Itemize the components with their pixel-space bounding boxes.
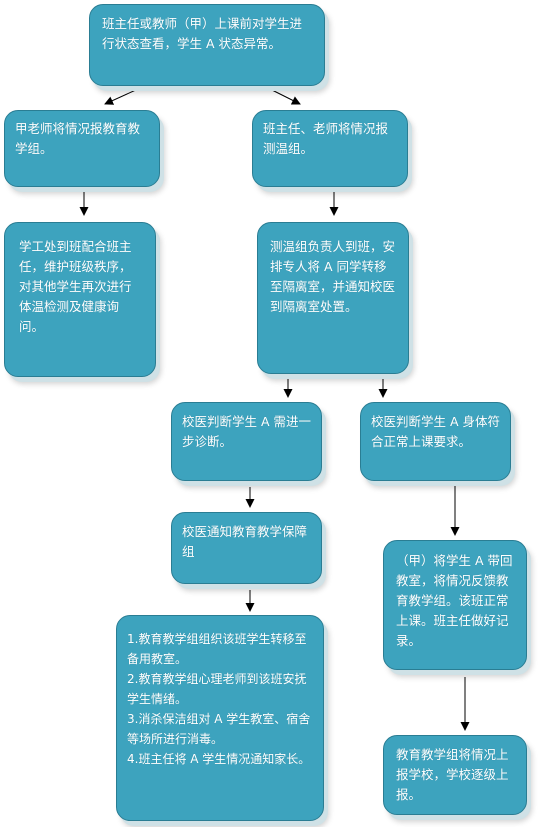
flow-node-student-affairs: 学工处到班配合班主任，维护班级秩序，对其他学生再次进行体温检测及健康询问。 (4, 222, 156, 377)
flow-node-text: 校医判断学生 A 身体符合正常上课要求。 (371, 414, 500, 449)
flow-node-text: （甲）将学生 A 带回教室，将情况反馈教育教学组。该班正常上课。班主任做好记录。 (396, 553, 513, 648)
edge-n1-n3 (269, 88, 301, 105)
flow-node-text: 班主任、老师将情况报测温组。 (263, 121, 389, 156)
flow-node-report-school: 教育教学组将情况上报学校，学校逐级上报。 (383, 735, 527, 815)
flow-node-text: 校医通知教育教学保障组 (182, 524, 308, 559)
flow-step-4: 4.班主任将 A 学生情况通知家长。 (127, 752, 311, 766)
edge-n1-n2 (104, 88, 139, 105)
flow-node-text: 教育教学组将情况上报学校，学校逐级上报。 (396, 747, 509, 802)
flow-node-normal-attendance: 校医判断学生 A 身体符合正常上课要求。 (360, 402, 511, 481)
flow-step-2: 2.教育教学组心理老师到该班安抚学生情绪。 (127, 672, 307, 706)
flow-node-isolation-transfer: 测温组负责人到班，安排专人将 A 同学转移至隔离室，并通知校医到隔离室处置。 (257, 222, 409, 374)
flow-node-notify-support-group: 校医通知教育教学保障组 (171, 512, 322, 584)
flow-node-text: 学工处到班配合班主任，维护班级秩序，对其他学生再次进行体温检测及健康询问。 (19, 239, 132, 334)
flow-node-emergency-actions: 1.教育教学组组织该班学生转移至备用教室。 2.教育教学组心理老师到该班安抚学生… (116, 615, 324, 821)
flow-node-further-diagnosis: 校医判断学生 A 需进一步诊断。 (171, 402, 322, 481)
flow-node-report-teaching-group: 甲老师将情况报教育教学组。 (4, 110, 160, 187)
flow-node-text: 甲老师将情况报教育教学组。 (15, 121, 141, 156)
flow-node-text: 校医判断学生 A 需进一步诊断。 (182, 414, 311, 449)
flow-node-return-to-class: （甲）将学生 A 带回教室，将情况反馈教育教学组。该班正常上课。班主任做好记录。 (383, 540, 527, 670)
flow-step-1: 1.教育教学组组织该班学生转移至备用教室。 (127, 632, 307, 666)
flow-node-text: 班主任或教师（甲）上课前对学生进行状态查看，学生 A 状态异常。 (102, 16, 303, 51)
flow-step-3: 3.消杀保洁组对 A 学生教室、宿舍等场所进行消毒。 (127, 712, 311, 746)
flow-node-text: 测温组负责人到班，安排专人将 A 同学转移至隔离室，并通知校医到隔离室处置。 (270, 239, 396, 314)
flow-node-initial-check: 班主任或教师（甲）上课前对学生进行状态查看，学生 A 状态异常。 (89, 4, 325, 86)
flow-node-report-temperature-group: 班主任、老师将情况报测温组。 (252, 110, 408, 187)
